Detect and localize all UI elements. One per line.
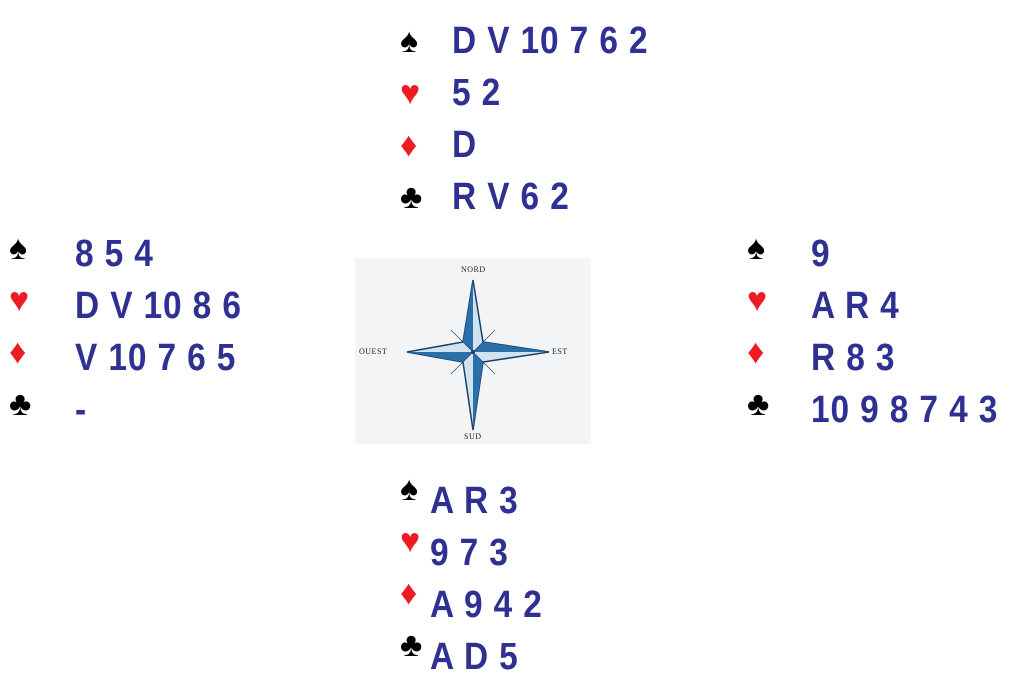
compass-east-label: EST [552,347,568,356]
club-icon: ♣ [9,387,31,421]
east-hearts-cards: A R 4 [811,287,900,325]
west-spades-cards: 8 5 4 [75,235,154,273]
east-clubs-cards: 10 9 8 7 4 3 [811,391,998,429]
south-diamonds-cards: A 9 4 2 [430,586,543,624]
heart-icon: ♥ [400,524,420,558]
east-spades-cards: 9 [811,235,830,273]
club-icon: ♣ [400,628,422,662]
compass-west-label: OUEST [359,347,387,356]
heart-icon: ♥ [9,283,29,317]
compass-north-label: NORD [461,265,486,274]
diamond-icon: ♦ [9,335,26,369]
north-clubs-cards: R V 6 2 [452,178,570,216]
club-icon: ♣ [400,180,422,214]
south-clubs-cards: A D 5 [430,638,519,676]
heart-icon: ♥ [400,76,420,110]
spade-icon: ♠ [400,24,418,58]
heart-icon: ♥ [747,283,767,317]
west-clubs-cards: - [75,391,87,429]
west-diamonds-cards: V 10 7 6 5 [75,339,236,377]
diamond-icon: ♦ [400,576,417,610]
east-diamonds-cards: R 8 3 [811,339,895,377]
west-hearts-cards: D V 10 8 6 [75,287,242,325]
south-spades-cards: A R 3 [430,482,519,520]
compass-south-label: SUD [464,432,482,441]
club-icon: ♣ [747,387,769,421]
north-diamonds-cards: D [452,126,477,164]
south-hearts-cards: 9 7 3 [430,534,509,572]
spade-icon: ♠ [400,472,418,506]
diamond-icon: ♦ [400,128,417,162]
north-hearts-cards: 5 2 [452,74,501,112]
compass-rose: NORD SUD EST OUEST [355,258,591,444]
spade-icon: ♠ [9,231,27,265]
north-spades-cards: D V 10 7 6 2 [452,22,648,60]
spade-icon: ♠ [747,231,765,265]
diamond-icon: ♦ [747,335,764,369]
